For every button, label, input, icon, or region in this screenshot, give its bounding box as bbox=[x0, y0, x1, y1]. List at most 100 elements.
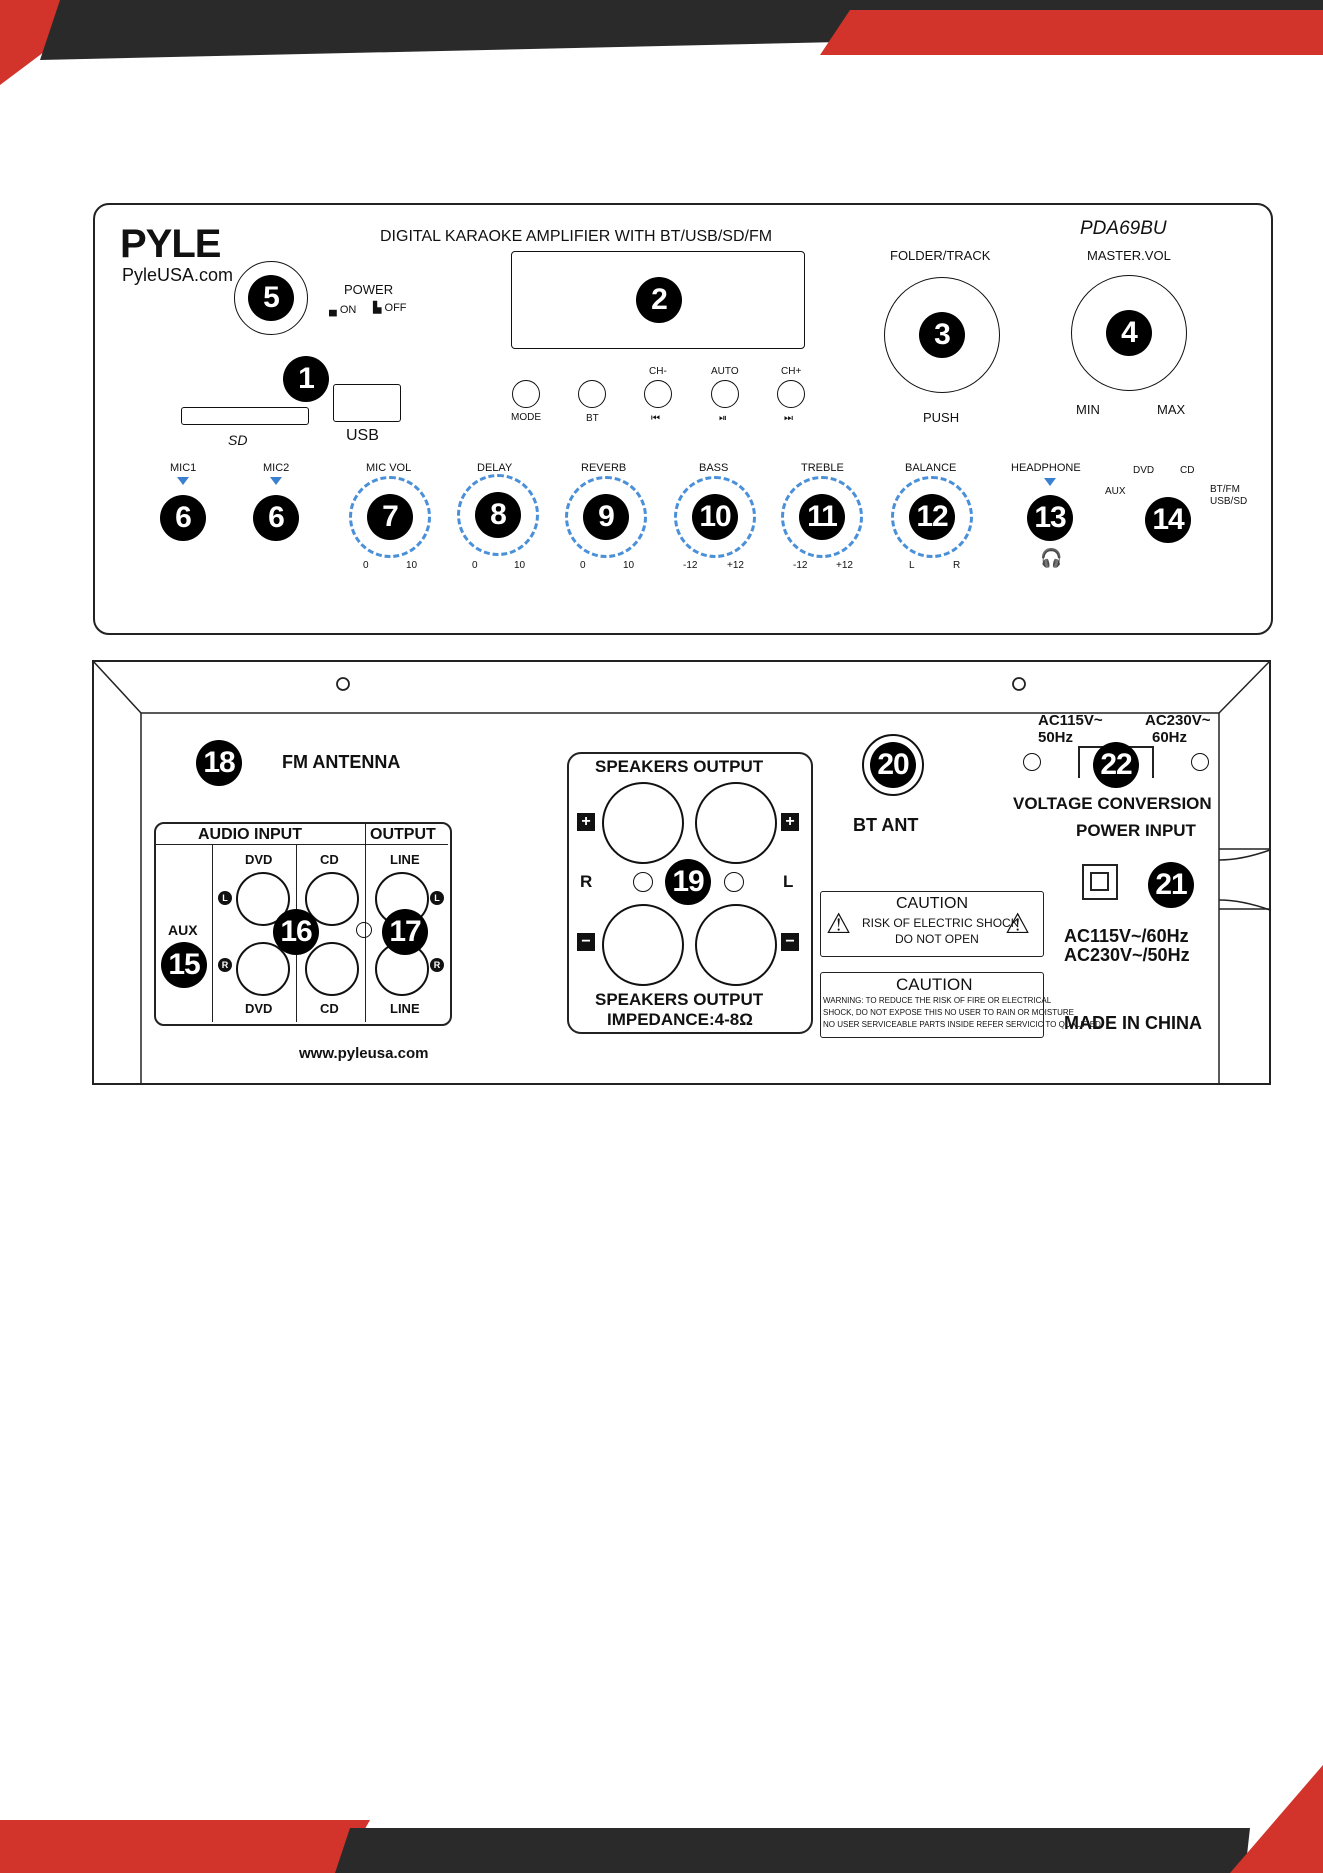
hz50-top-label: 50Hz bbox=[1038, 729, 1074, 746]
knob-lo: 0 bbox=[580, 560, 586, 571]
cd-label: CD bbox=[1180, 465, 1195, 476]
ac115-top-label: AC115V~ bbox=[1038, 712, 1103, 729]
speakers-output-box bbox=[567, 752, 813, 1034]
caution1-title: CAUTION bbox=[896, 895, 968, 912]
cd-r-jack[interactable] bbox=[305, 942, 359, 996]
knob-hi: +12 bbox=[727, 560, 744, 571]
sd-slot[interactable] bbox=[181, 407, 309, 425]
power-off-label: ▙ OFF bbox=[373, 302, 407, 314]
callout-1: 1 bbox=[283, 356, 329, 402]
caution-label-1 bbox=[820, 891, 1044, 957]
callout-10: 10 bbox=[692, 494, 738, 540]
caution2-line3: NO USER SERVICEABLE PARTS INSIDE REFER S… bbox=[823, 1020, 1101, 1029]
speaker-r-plus-terminal[interactable] bbox=[602, 782, 684, 864]
rear-panel bbox=[92, 660, 1271, 1085]
source-selector-knob[interactable]: 14 bbox=[1145, 497, 1191, 543]
mic1-arrow-icon bbox=[177, 477, 189, 485]
mic-vol-knob-ring[interactable] bbox=[349, 476, 431, 558]
mode-button[interactable] bbox=[512, 380, 540, 408]
audio-input-label: AUDIO INPUT bbox=[198, 826, 302, 843]
ac230-label: AC230V~/50Hz bbox=[1064, 945, 1190, 965]
delay-knob-ring[interactable] bbox=[457, 474, 539, 556]
output-label: OUTPUT bbox=[370, 826, 436, 843]
knob-label: REVERB bbox=[581, 462, 627, 474]
mic1-jack[interactable]: 6 bbox=[160, 495, 206, 541]
power-input-label: POWER INPUT bbox=[1076, 821, 1196, 840]
ch-plus-label: CH+ bbox=[781, 366, 802, 377]
usb-port[interactable] bbox=[333, 384, 401, 422]
speaker-l-minus-terminal[interactable] bbox=[695, 904, 777, 986]
impedance-label: IMPEDANCE:4-8Ω bbox=[607, 1010, 753, 1029]
plus-icon: + bbox=[781, 813, 799, 831]
mic1-label: MIC1 bbox=[170, 462, 197, 474]
auto-button[interactable] bbox=[711, 380, 739, 408]
l-badge: L bbox=[218, 891, 232, 905]
ac230-top-label: AC230V~ bbox=[1145, 712, 1211, 729]
speaker-r-minus-terminal[interactable] bbox=[602, 904, 684, 986]
divider bbox=[155, 844, 448, 845]
voltage-hole bbox=[1023, 753, 1041, 771]
model-number: PDA69BU bbox=[1080, 218, 1167, 239]
play-pause-icon: ⏯ bbox=[719, 413, 727, 424]
warning-triangle-icon: ⚠ bbox=[826, 908, 852, 939]
knob-lo: 0 bbox=[363, 560, 369, 571]
fm-antenna-terminal[interactable]: 18 bbox=[196, 740, 242, 786]
power-button[interactable] bbox=[234, 261, 308, 335]
knob-hi: 10 bbox=[406, 560, 418, 571]
auto-label: AUTO bbox=[711, 366, 739, 377]
headphone-arrow-icon bbox=[1044, 478, 1056, 486]
knob-hi: 10 bbox=[623, 560, 635, 571]
bt-button[interactable] bbox=[578, 380, 606, 408]
callout-12: 12 bbox=[909, 494, 955, 540]
divider bbox=[212, 844, 213, 1022]
caution1-line1: RISK OF ELECTRIC SHOCK bbox=[862, 916, 1019, 930]
bass-knob-ring[interactable] bbox=[674, 476, 756, 558]
balance-knob-ring[interactable] bbox=[891, 476, 973, 558]
min-label: MIN bbox=[1076, 402, 1100, 417]
folder-track-knob[interactable] bbox=[884, 277, 1000, 393]
line-bottom-label: LINE bbox=[390, 1001, 420, 1016]
caution-label-2 bbox=[820, 972, 1044, 1038]
treble-knob-ring[interactable] bbox=[781, 476, 863, 558]
ground-hole bbox=[356, 922, 372, 938]
shock-triangle-icon: ⚠ bbox=[1005, 908, 1031, 939]
lcd-display bbox=[511, 251, 805, 349]
r-badge: R bbox=[218, 958, 232, 972]
website-label: www.pyleusa.com bbox=[299, 1045, 429, 1062]
sd-label: SD bbox=[228, 432, 248, 448]
aux-rear-label: AUX bbox=[168, 922, 198, 938]
reverb-knob-ring[interactable] bbox=[565, 476, 647, 558]
ch-minus-button[interactable] bbox=[644, 380, 672, 408]
power-input-socket[interactable]: 21 bbox=[1148, 862, 1194, 908]
voltage-switch[interactable]: 22 bbox=[1093, 742, 1139, 788]
mic2-jack[interactable]: 6 bbox=[253, 495, 299, 541]
headphone-jack[interactable]: 13 bbox=[1027, 495, 1073, 541]
brand-site: PyleUSA.com bbox=[122, 265, 234, 285]
folder-track-label: FOLDER/TRACK bbox=[890, 248, 991, 263]
knob-lo: -12 bbox=[683, 560, 698, 571]
cd-bottom-label: CD bbox=[320, 1001, 339, 1016]
speaker-hole bbox=[724, 872, 744, 892]
double-insulation-icon bbox=[1082, 864, 1118, 900]
ch-minus-label: CH- bbox=[649, 366, 667, 377]
knob-label: DELAY bbox=[477, 462, 513, 474]
max-label: MAX bbox=[1157, 402, 1186, 417]
mode-label: MODE bbox=[511, 412, 541, 423]
plus-icon: + bbox=[577, 813, 595, 831]
caution2-line2: SHOCK, DO NOT EXPOSE THIS NO USER TO RAI… bbox=[823, 1008, 1075, 1017]
minus-icon: − bbox=[781, 933, 799, 951]
power-on-label: ▄ ON bbox=[329, 304, 357, 316]
ch-plus-button[interactable] bbox=[777, 380, 805, 408]
push-label: PUSH bbox=[923, 410, 960, 425]
dvd-bottom-label: DVD bbox=[245, 1001, 273, 1016]
next-icon: ⏭ bbox=[784, 413, 793, 424]
callout-2: 2 bbox=[636, 277, 682, 323]
bt-antenna-jack[interactable] bbox=[862, 734, 924, 796]
dvd-r-jack[interactable] bbox=[236, 942, 290, 996]
usb-label: USB bbox=[346, 427, 379, 444]
knob-label: BASS bbox=[699, 462, 729, 474]
master-vol-knob[interactable] bbox=[1071, 275, 1187, 391]
cd-l-jack[interactable] bbox=[305, 872, 359, 926]
speaker-l-plus-terminal[interactable] bbox=[695, 782, 777, 864]
